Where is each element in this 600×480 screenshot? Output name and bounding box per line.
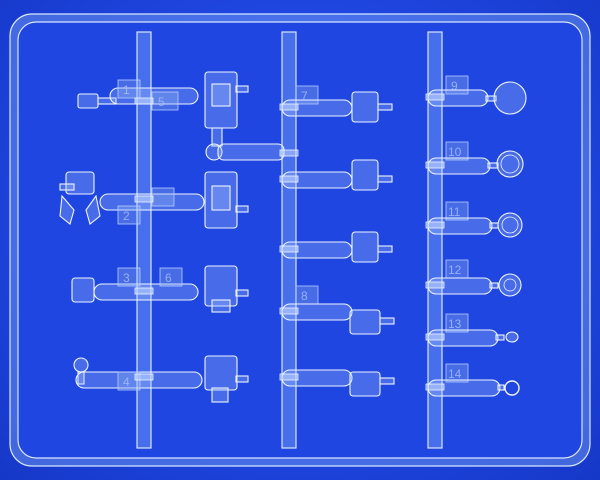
- part-number-1: 1: [123, 83, 130, 97]
- part-number-10: 10: [448, 145, 462, 159]
- runner-2: [281, 31, 297, 449]
- part-7: [281, 85, 393, 123]
- part-1-5: [77, 71, 249, 129]
- sprue-frame-inner: [17, 21, 583, 459]
- part-number-2: 2: [123, 209, 130, 223]
- part-number-12: 12: [448, 263, 462, 277]
- part-mid-2: [281, 159, 393, 191]
- runner-1: [136, 31, 152, 449]
- part-2-5b: [59, 171, 249, 229]
- part-number-7: 7: [301, 89, 308, 103]
- part-number-3: 3: [123, 271, 130, 285]
- part-9: [427, 75, 527, 115]
- part-number-8: 8: [301, 289, 308, 303]
- part-number-5: 5: [158, 95, 165, 109]
- part-mid-3: [281, 231, 393, 263]
- part-mid-5: [281, 369, 395, 397]
- runner-gates: [134, 93, 445, 391]
- part-number-4: 4: [123, 375, 130, 389]
- part-number-13: 13: [448, 317, 462, 331]
- part-number-11: 11: [448, 205, 461, 219]
- part-13: [427, 313, 519, 347]
- part-number-6: 6: [165, 271, 172, 285]
- part-connector: [205, 127, 285, 161]
- part-number-14: 14: [448, 367, 462, 381]
- part-number-9: 9: [451, 79, 458, 93]
